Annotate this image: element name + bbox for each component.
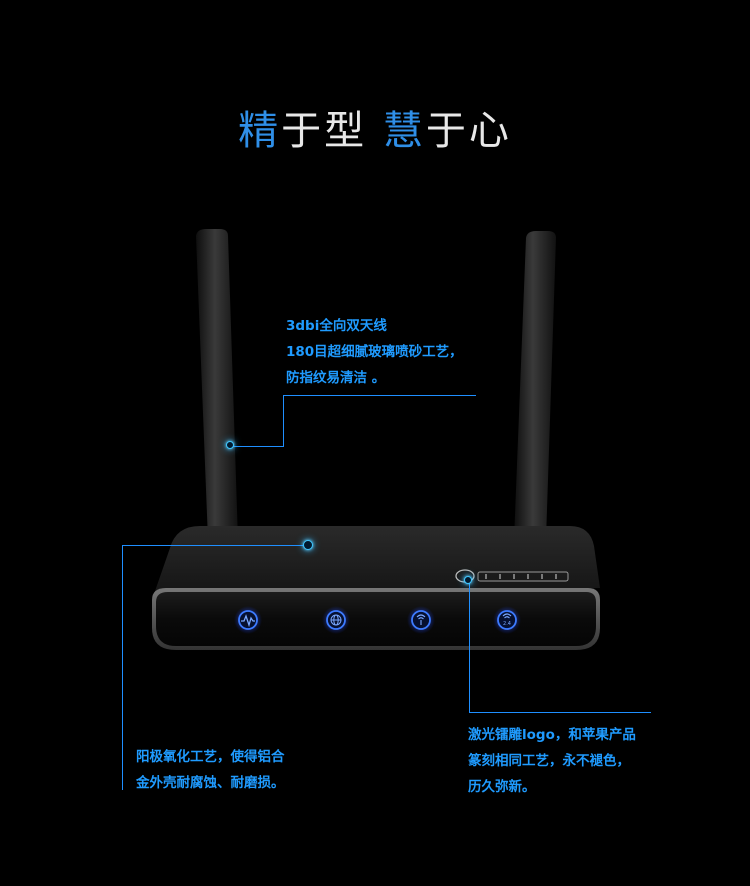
body-callout: 阳极氧化工艺，使得铝合 金外壳耐腐蚀、耐磨损。 (136, 744, 285, 796)
logo-callout-line-h (469, 712, 651, 713)
antenna-callout-line-h2 (283, 395, 476, 396)
body-callout-dot (303, 540, 313, 550)
body-callout-line-v (122, 545, 123, 790)
logo-callout-dot (464, 576, 472, 584)
router-top (154, 526, 600, 594)
antenna-callout-line-v (283, 395, 284, 447)
antenna-callout-line-1: 3dbi全向双天线 (286, 318, 387, 334)
led-pulse (234, 606, 262, 634)
headline-text-2: 于心 (425, 108, 512, 154)
body-callout-line-2: 金外壳耐腐蚀、耐磨损。 (136, 775, 285, 791)
wifi-24-label: 2.4 (503, 621, 511, 627)
headline-text-1: 于型 (281, 108, 383, 154)
logo-callout-line-3: 历久弥新。 (468, 779, 536, 795)
antenna-callout-line-2: 180目超细腻玻璃喷砂工艺， (286, 344, 463, 360)
led-wifi-24: 2.4 (493, 606, 521, 634)
antenna-callout-line-3: 防指纹易清洁 。 (286, 370, 386, 386)
logo-callout: 激光镭雕logo，和苹果产品 篆刻相同工艺，永不褪色， 历久弥新。 (468, 722, 636, 800)
body-callout-line-h (122, 545, 304, 546)
led-wifi (407, 606, 435, 634)
headline-highlight-1: 精 (238, 108, 282, 154)
logo-callout-line-2: 篆刻相同工艺，永不褪色， (468, 753, 630, 769)
wifi-icon (416, 614, 426, 625)
right-antenna (514, 231, 556, 540)
logo-callout-line-1: 激光镭雕logo，和苹果产品 (468, 727, 636, 743)
headline-highlight-2: 慧 (382, 108, 426, 154)
router-front-panel (156, 592, 596, 646)
pulse-icon (241, 614, 255, 628)
led-globe (322, 606, 350, 634)
wifi-24-icon (502, 613, 512, 619)
logo-callout-line-v (469, 583, 470, 713)
headline: 精于型 慧于心 (0, 98, 750, 156)
body-callout-line-1: 阳极氧化工艺，使得铝合 (136, 749, 285, 765)
antenna-callout-line-h1 (233, 446, 284, 447)
antenna-callout-dot (226, 441, 234, 449)
left-antenna (196, 229, 238, 540)
antenna-callout: 3dbi全向双天线 180目超细腻玻璃喷砂工艺， 防指纹易清洁 。 (286, 313, 463, 391)
globe-icon (330, 614, 342, 626)
